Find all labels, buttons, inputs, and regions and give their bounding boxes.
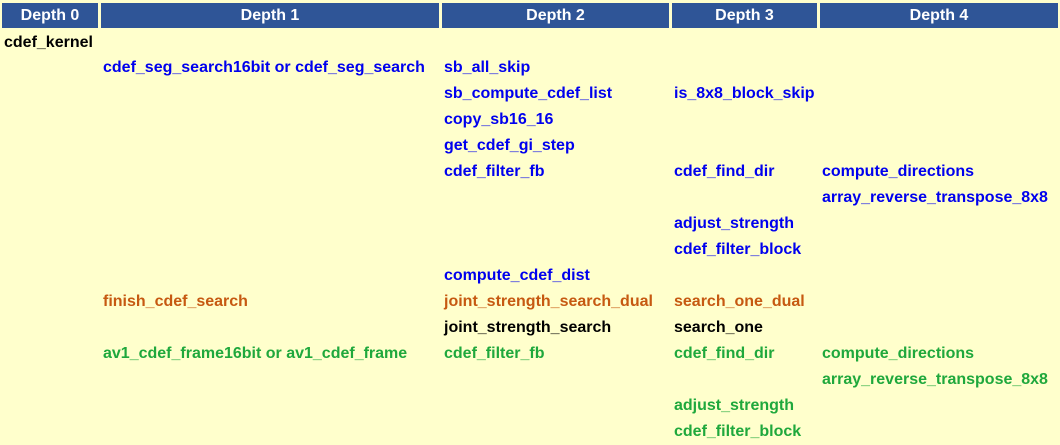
- function-cell: search_one: [674, 319, 763, 336]
- header-depth-2: Depth 2: [442, 3, 669, 28]
- function-cell: cdef_seg_search16bit or cdef_seg_search: [103, 59, 425, 76]
- function-cell: compute_cdef_dist: [444, 267, 590, 284]
- function-cell: joint_strength_search: [444, 319, 612, 336]
- function-cell: array_reverse_transpose_8x8: [822, 371, 1048, 388]
- header-depth-3: Depth 3: [672, 3, 817, 28]
- function-cell: search_one_dual: [674, 293, 805, 310]
- function-cell: av1_cdef_frame16bit or av1_cdef_frame: [103, 345, 408, 362]
- function-cell: cdef_filter_fb: [444, 163, 545, 180]
- function-cell: is_8x8_block_skip: [674, 85, 815, 102]
- function-cell: copy_sb16_16: [444, 111, 554, 128]
- function-cell: cdef_kernel: [4, 34, 93, 51]
- function-cell: cdef_filter_fb: [444, 345, 545, 362]
- function-cell: finish_cdef_search: [103, 293, 248, 310]
- function-cell: array_reverse_transpose_8x8: [822, 189, 1048, 206]
- function-cell: cdef_filter_block: [674, 241, 802, 258]
- header-depth-0: Depth 0: [2, 3, 98, 28]
- function-cell: compute_directions: [822, 345, 975, 362]
- function-cell: adjust_strength: [674, 397, 795, 414]
- function-cell: get_cdef_gi_step: [444, 137, 575, 154]
- function-cell: cdef_filter_block: [674, 423, 802, 440]
- function-cell: sb_compute_cdef_list: [444, 85, 613, 102]
- function-cell: compute_directions: [822, 163, 975, 180]
- function-cell: adjust_strength: [674, 215, 795, 232]
- header-depth-1: Depth 1: [101, 3, 439, 28]
- header-depth-4: Depth 4: [820, 3, 1058, 28]
- function-cell: cdef_find_dir: [674, 163, 775, 180]
- function-cell: joint_strength_search_dual: [444, 293, 653, 310]
- function-cell: sb_all_skip: [444, 59, 531, 76]
- function-cell: cdef_find_dir: [674, 345, 775, 362]
